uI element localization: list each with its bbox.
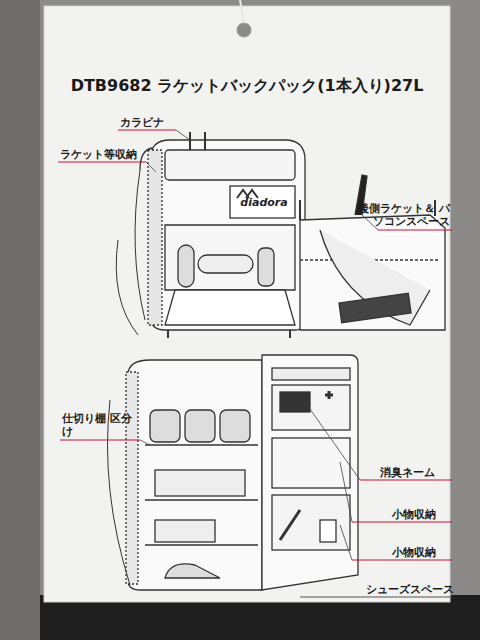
part-label: 小物収納 xyxy=(392,508,436,521)
tag-title: DTB9682 ラケットバックパック(1本入り)27L xyxy=(48,76,446,95)
part-label: 小物収納 xyxy=(392,546,436,559)
part-label: 後側ラケット＆ パソコンスペース xyxy=(350,202,450,228)
part-label: カラビナ xyxy=(120,116,164,129)
part-label: シューズスペース xyxy=(366,583,454,596)
part-label: ラケット等収納 xyxy=(60,148,137,161)
part-label: 仕切り棚 区分け xyxy=(62,412,132,438)
part-label: 消臭ネーム xyxy=(380,466,435,479)
brand-logo: diadora xyxy=(234,196,294,209)
